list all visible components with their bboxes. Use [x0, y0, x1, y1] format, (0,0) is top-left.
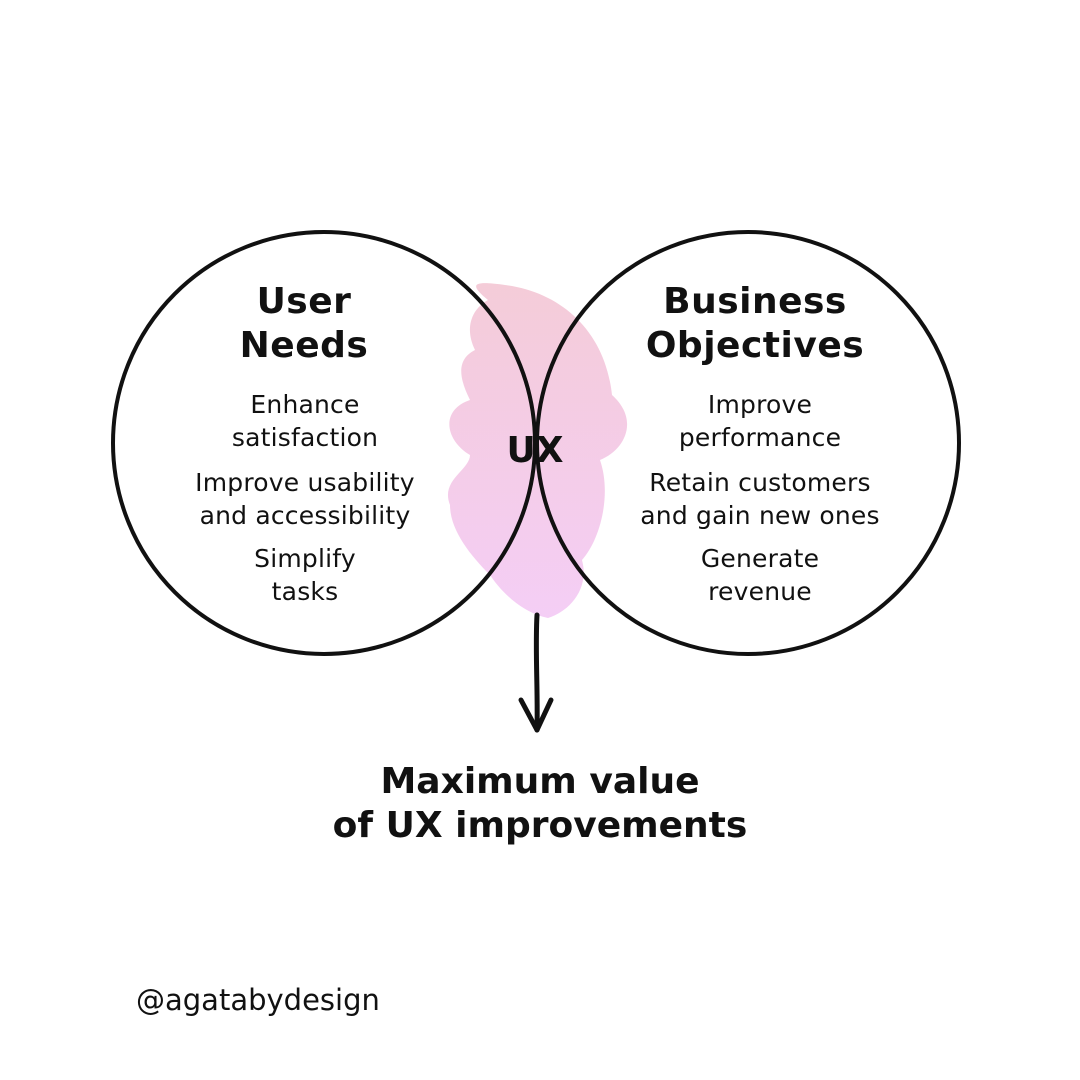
ux-intersection-label: UX [506, 430, 564, 471]
business-objectives-title: Business Objectives [645, 281, 865, 366]
result-caption: Maximum value of UX improvements [332, 761, 748, 846]
user-need-item: Improve usability and accessibility [195, 468, 415, 530]
user-need-item: Simplify tasks [254, 544, 356, 606]
author-handle: @agatabydesign [136, 983, 380, 1017]
business-objective-item: Retain customers and gain new ones [640, 468, 880, 530]
right-circle [535, 230, 961, 656]
business-objective-item: Generate revenue [700, 544, 820, 606]
arrow-down-icon [518, 612, 554, 733]
user-need-item: Enhance satisfaction [231, 390, 379, 452]
user-needs-title: User Needs [239, 281, 369, 366]
business-objective-item: Improve performance [678, 390, 842, 452]
